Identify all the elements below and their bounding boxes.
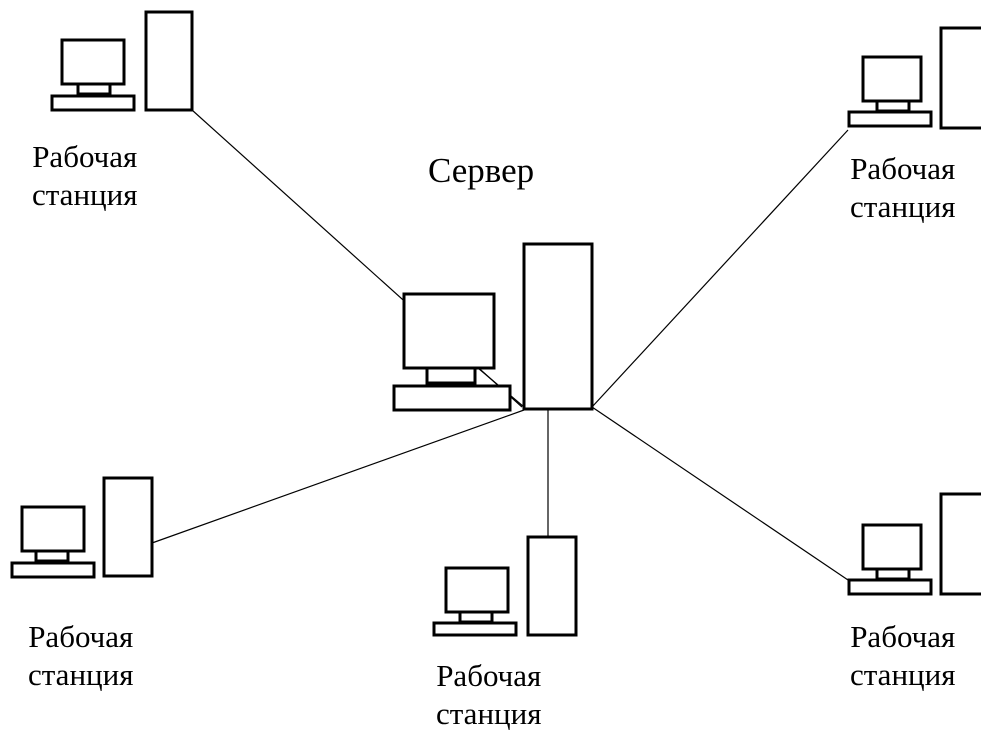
workstation-computer-icon [10,476,154,579]
connection-line-top-right [591,129,849,408]
connection-line-bottom-right [591,406,849,581]
server-keyboard [392,384,512,412]
server-computer-icon [392,242,594,412]
connection-line-bottom-left [151,409,525,544]
workstation-label-top-left: Рабочая станция [32,139,138,212]
workstation-computer-icon [50,10,194,112]
server-tower [522,242,594,411]
workstation-label-bottom-center: Рабочая станция [436,658,542,731]
server-monitor [402,292,496,370]
workstation-label-bottom-right: Рабочая станция [850,619,956,692]
workstation-computer-icon [847,492,981,596]
server-label: Сервер [428,151,535,190]
workstation-computer-icon [847,26,981,130]
workstation-label-bottom-left: Рабочая станция [28,619,134,692]
workstation-computer-icon [432,535,578,637]
server-monitor-neck [425,366,477,385]
workstation-label-top-right: Рабочая станция [850,151,956,224]
